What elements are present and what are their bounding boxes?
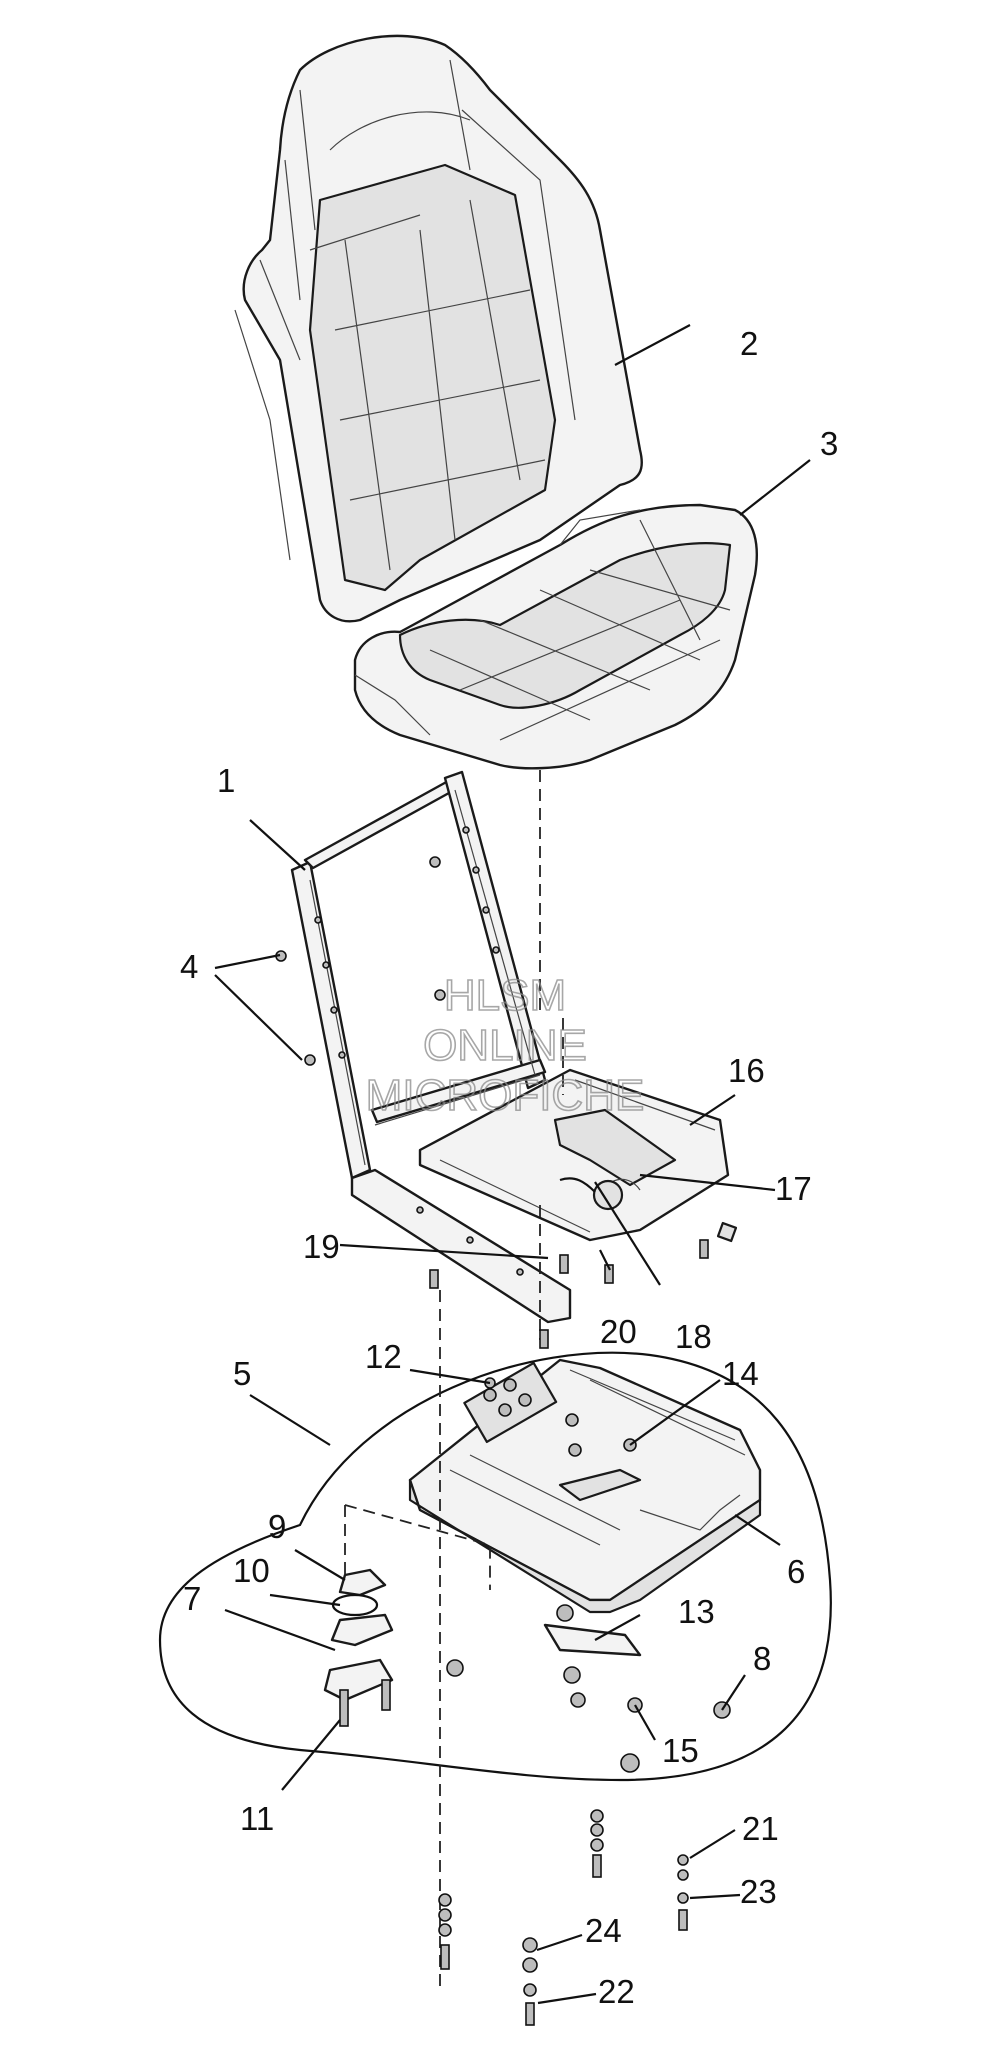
watermark-line-1: HLSM: [444, 971, 566, 1020]
callout-1: 1: [217, 762, 235, 799]
seat-cushion: [353, 503, 758, 770]
callout-11: 11: [240, 1800, 274, 1837]
callout-17: 17: [775, 1170, 812, 1207]
callout-10: 10: [233, 1552, 270, 1589]
callout-19: 19: [303, 1228, 340, 1265]
callout-8: 8: [753, 1640, 771, 1677]
callout-9: 9: [268, 1508, 286, 1545]
callout-14: 14: [722, 1355, 759, 1392]
latch-bracket: [543, 1623, 642, 1657]
callout-6: 6: [787, 1553, 805, 1590]
seat-slider: [408, 1358, 762, 1614]
detail-outline: [158, 1351, 832, 1782]
leader-lines: [214, 324, 811, 2005]
callout-4: 4: [180, 948, 198, 985]
callout-22: 22: [598, 1973, 635, 2010]
callout-2: 2: [740, 325, 758, 362]
seat-frame: [290, 770, 572, 1324]
assembly-centerlines: [344, 770, 564, 1990]
callout-3: 3: [820, 425, 838, 462]
callout-16: 16: [728, 1052, 765, 1089]
callout-labels: 1 2 3 4 5 6 7 8 9 10 11 12 13 14 15 16 1…: [180, 325, 838, 2010]
callout-7: 7: [183, 1580, 201, 1617]
seat-back: [234, 34, 643, 623]
watermark-line-3: MICROFICHE: [366, 1071, 645, 1120]
callout-18: 18: [675, 1318, 712, 1355]
seat-pan: [418, 1068, 738, 1243]
callout-20: 20: [600, 1313, 637, 1350]
callout-15: 15: [662, 1732, 699, 1769]
callout-12: 12: [365, 1338, 402, 1375]
watermark-line-2: ONLINE: [423, 1021, 587, 1070]
callout-24: 24: [585, 1912, 622, 1949]
callout-13: 13: [678, 1593, 715, 1630]
callout-23: 23: [740, 1873, 777, 1910]
watermark: HLSM ONLINE MICROFICHE: [365, 970, 645, 1121]
callout-5: 5: [233, 1355, 251, 1392]
callout-21: 21: [742, 1810, 779, 1847]
